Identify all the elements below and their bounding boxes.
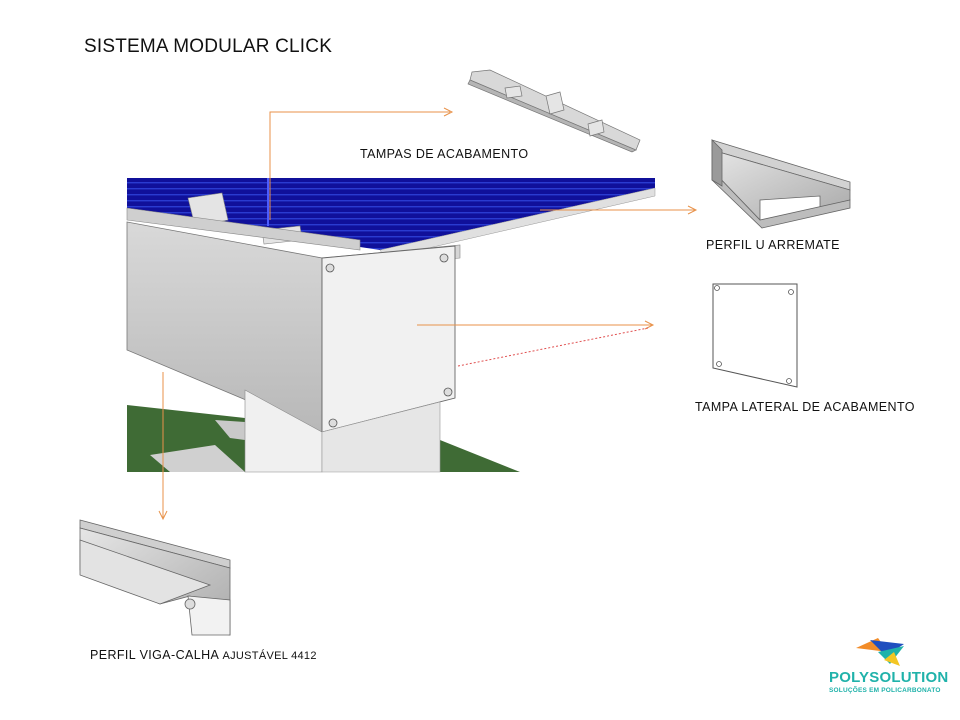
brand-tagline: SOLUÇÕES EM POLICARBONATO bbox=[829, 687, 941, 694]
label-tampas: TAMPAS DE ACABAMENTO bbox=[360, 147, 529, 161]
side-cap bbox=[321, 245, 456, 433]
brand-name: POLYSOLUTION bbox=[829, 669, 949, 686]
part-tampas bbox=[467, 69, 641, 153]
label-tampa-lateral: TAMPA LATERAL DE ACABAMENTO bbox=[695, 400, 915, 414]
page-title: SISTEMA MODULAR CLICK bbox=[84, 36, 333, 57]
arrow-tampas bbox=[269, 111, 450, 220]
part-perfil-viga bbox=[79, 519, 231, 636]
part-tampa-lateral bbox=[712, 283, 798, 388]
label-perfil-viga-suffix: AJUSTÁVEL 4412 bbox=[222, 650, 317, 662]
pointer-arrows bbox=[158, 107, 698, 521]
roof-panels bbox=[127, 178, 655, 250]
label-perfil-viga: PERFIL VIGA-CALHA AJUSTÁVEL 4412 bbox=[90, 648, 317, 662]
brand-logo-icon bbox=[856, 638, 904, 666]
assembly-illustration bbox=[126, 178, 656, 473]
label-perfil-viga-main: PERFIL VIGA-CALHA bbox=[90, 648, 219, 662]
part-perfil-u bbox=[711, 139, 851, 229]
label-perfil-u: PERFIL U ARREMATE bbox=[706, 238, 840, 252]
beam-body bbox=[126, 221, 323, 433]
